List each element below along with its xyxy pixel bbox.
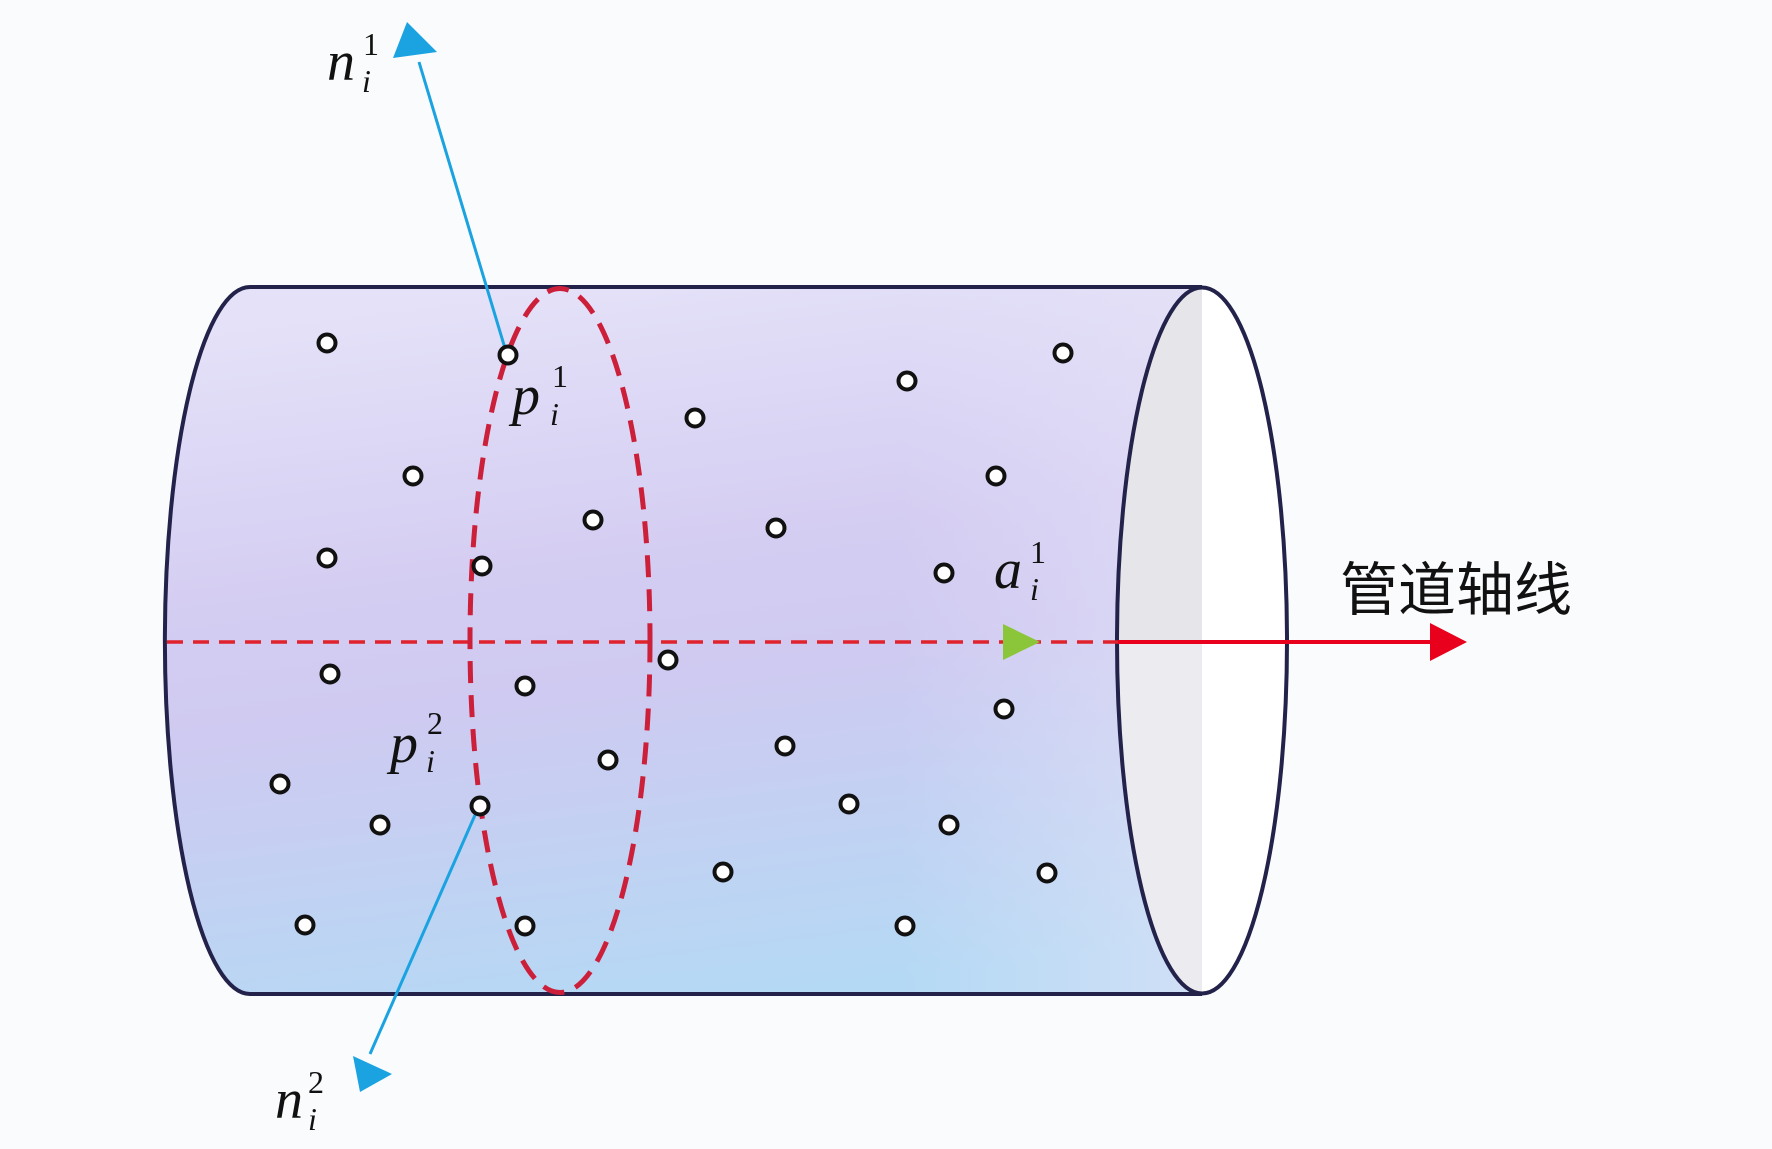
label-p2-sup: 2 <box>427 705 443 741</box>
axis-vector-a <box>525 624 1040 660</box>
point-icon <box>471 555 493 577</box>
point-icon <box>514 675 536 697</box>
label-n1: n 1 i <box>327 26 379 99</box>
point-icon <box>597 749 619 771</box>
point-icon <box>993 698 1015 720</box>
label-p1-base: p <box>508 365 540 427</box>
point-icon <box>582 509 604 531</box>
point-cloud <box>269 332 1074 937</box>
point-icon <box>933 562 955 584</box>
label-p1: p 1 i <box>508 358 568 432</box>
pipe-axis-arrowhead <box>1430 623 1467 661</box>
cylinder-open-end-shadow-lower <box>1116 640 1202 994</box>
label-a1-sub: i <box>1030 571 1039 607</box>
point-icon <box>684 407 706 429</box>
label-a1-sup: 1 <box>1030 534 1046 570</box>
axis-vector-arrowhead <box>1003 624 1040 660</box>
point-icon <box>369 814 391 836</box>
point-icon <box>896 370 918 392</box>
pipe-axis-label: 管道轴线 <box>1340 556 1572 624</box>
label-p2: p 2 i <box>386 705 443 779</box>
point-icon <box>1036 862 1058 884</box>
point-icon <box>712 861 734 883</box>
cylinder-left-cap-edge <box>162 285 251 996</box>
point-icon <box>402 465 424 487</box>
point-icon <box>657 649 679 671</box>
label-n2-sub: i <box>308 1101 317 1137</box>
label-n1-sub: i <box>362 63 371 99</box>
normal-vector-n1 <box>393 22 509 356</box>
point-icon <box>269 773 291 795</box>
point-icon <box>894 915 916 937</box>
label-n1-sup: 1 <box>363 26 379 62</box>
cross-section-ellipse <box>467 286 653 995</box>
label-a1-base: a <box>994 539 1022 601</box>
point-icon <box>1052 342 1074 364</box>
point-icon <box>316 547 338 569</box>
label-p1-sup: 1 <box>552 358 568 394</box>
point-icon <box>469 795 491 817</box>
point-icon <box>838 793 860 815</box>
point-icon <box>319 663 341 685</box>
label-p1-sub: i <box>550 396 559 432</box>
label-a1: a 1 i <box>994 534 1046 607</box>
point-icon <box>294 914 316 936</box>
pipe-axis-arrow <box>1118 623 1467 661</box>
point-icon <box>985 465 1007 487</box>
normal-vector-n1-arrowhead <box>393 22 437 58</box>
cylinder-open-end-shadow <box>1117 287 1202 640</box>
label-n2-base: n <box>275 1069 303 1131</box>
label-n2: n 2 i <box>275 1064 324 1137</box>
point-icon <box>774 735 796 757</box>
label-p2-sub: i <box>426 743 435 779</box>
normal-vector-n2 <box>353 805 481 1092</box>
label-n2-sup: 2 <box>308 1064 324 1100</box>
label-n1-base: n <box>327 31 355 93</box>
point-icon <box>316 332 338 354</box>
normal-vector-n2-arrowhead <box>353 1056 392 1092</box>
point-icon <box>938 814 960 836</box>
point-icon <box>514 915 536 937</box>
point-icon <box>765 517 787 539</box>
point-icon <box>497 344 519 366</box>
label-p2-base: p <box>386 713 418 775</box>
